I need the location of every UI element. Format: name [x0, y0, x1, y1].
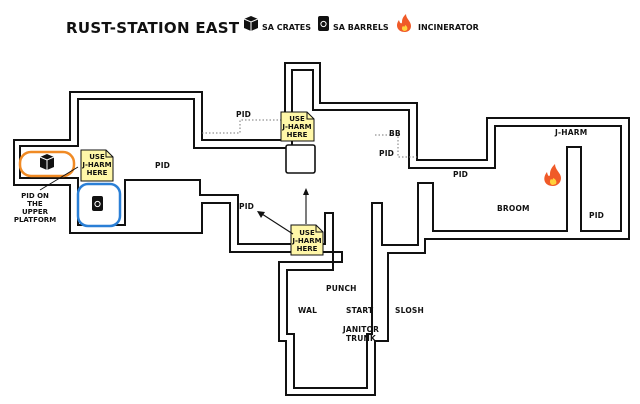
legend-incinerator-label: INCINERATOR [418, 23, 479, 32]
note-bottom-line2: J-HARM [291, 237, 321, 245]
note-top-line2: J-HARM [281, 123, 311, 131]
label-pid-center: PID [239, 202, 254, 211]
location-labels: PID PID PID BB PID J-HARM PID BROOM PID … [155, 110, 604, 343]
dotted-platform-lines [202, 119, 417, 158]
note-top-line1: USE [289, 115, 305, 123]
side-note-line3: UPPER [22, 208, 49, 216]
legend-crates-label: SA CRATES [262, 23, 311, 32]
legend: SA CRATES SA BARRELS INCINERATOR [243, 14, 479, 32]
label-wal: WAL [298, 306, 317, 315]
side-note-line2: THE [27, 200, 43, 208]
note-left-line1: USE [89, 153, 105, 161]
label-punch: PUNCH [326, 284, 357, 293]
note-left-line3: HERE [87, 169, 108, 177]
inner-wall [19, 69, 622, 389]
arrow-up-to-pillar [303, 188, 309, 224]
label-pid-mid-left: PID [155, 161, 170, 170]
side-note-line1: PID ON [21, 192, 49, 200]
sticky-note-left: USE J-HARM HERE [80, 149, 114, 182]
upper-platform-note: PID ON THE UPPER PLATFORM [14, 166, 79, 224]
sticky-note-bottom: USE J-HARM HERE [290, 224, 324, 256]
label-pid-top: PID [236, 110, 251, 119]
barrel-platform[interactable] [76, 182, 122, 228]
arrows [257, 188, 309, 235]
crate-platform[interactable] [18, 150, 76, 178]
note-left-line2: J-HARM [81, 161, 111, 169]
label-pid-right-corridor: PID [453, 170, 468, 179]
note-top-line3: HERE [287, 131, 308, 139]
label-pid-bb: PID [379, 149, 394, 158]
label-janitor-trunk-line1: JANITOR [342, 325, 379, 334]
side-note-line4: PLATFORM [14, 216, 56, 224]
fire-icon [397, 14, 411, 32]
note-bottom-line1: USE [299, 229, 315, 237]
map-title: RUST-STATION EAST [66, 19, 240, 37]
note-bottom-line3: HERE [297, 245, 318, 253]
barrel-icon [92, 196, 103, 211]
label-broom: BROOM [497, 204, 530, 213]
arrow-to-center-pid [257, 211, 294, 235]
corridor-walls [13, 62, 630, 396]
incinerator-fire-icon [544, 164, 561, 186]
crate-icon [243, 16, 259, 31]
sticky-note-top: USE J-HARM HERE [280, 111, 315, 142]
pillar-box [285, 144, 316, 174]
barrel-icon [318, 16, 329, 31]
outer-wall [13, 62, 630, 396]
crate-icon [39, 154, 55, 170]
label-bb: BB [389, 129, 401, 138]
label-pid-far-right: PID [589, 211, 604, 220]
label-jharm-right: J-HARM [554, 128, 587, 137]
label-janitor-trunk-line2: TRUNK [346, 334, 377, 343]
label-start: START [346, 306, 374, 315]
legend-barrels-label: SA BARRELS [333, 23, 389, 32]
label-slosh: SLOSH [395, 306, 424, 315]
